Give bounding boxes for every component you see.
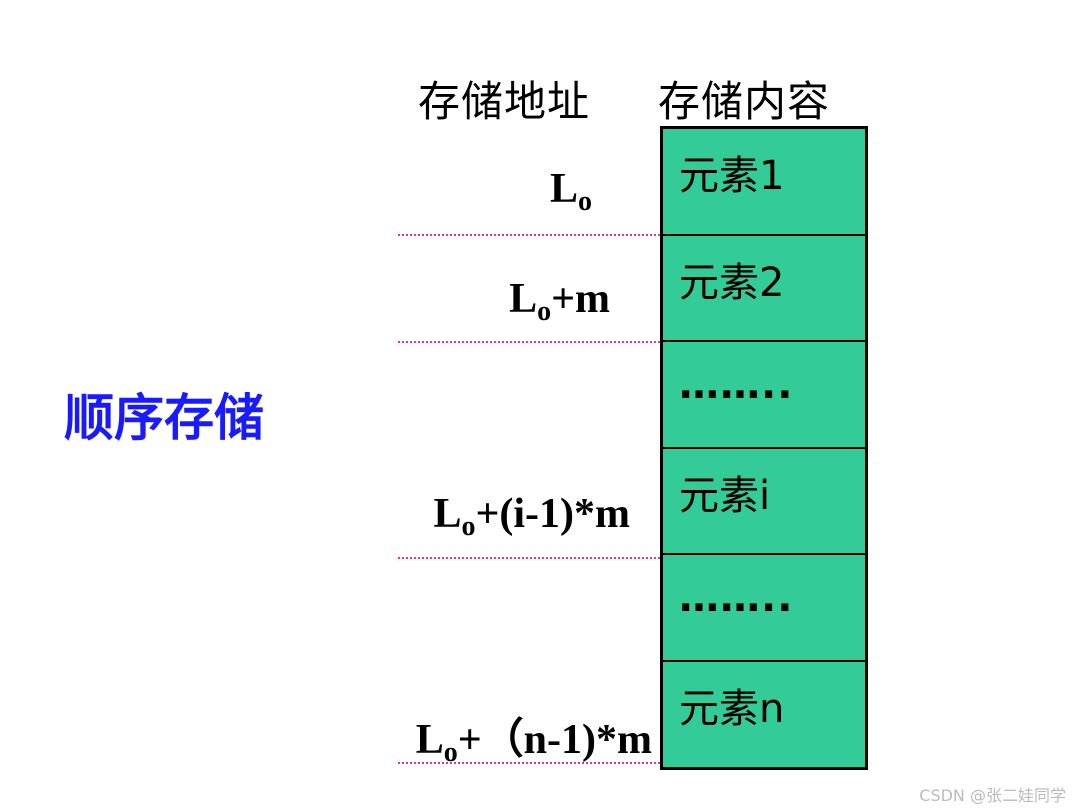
memory-cell: 元素1	[663, 129, 865, 236]
watermark: CSDN @张二娃同学	[919, 786, 1066, 805]
memory-block: 元素1 元素2 …….. 元素i …….. 元素n	[660, 126, 868, 770]
dotted-divider	[398, 762, 660, 764]
diagram-title: 顺序存储	[64, 389, 264, 447]
dotted-divider	[398, 341, 660, 343]
memory-cell: 元素2	[663, 236, 865, 342]
memory-cell-ellipsis: ……..	[663, 555, 865, 662]
address-label: Lo+m	[509, 276, 610, 327]
address-header: 存储地址	[418, 77, 591, 126]
memory-cell-ellipsis: ……..	[663, 342, 865, 449]
address-label: Lo+(i-1)*m	[433, 491, 630, 542]
address-label: Lo	[549, 166, 592, 217]
dotted-divider	[398, 557, 660, 559]
memory-cell: 元素i	[663, 449, 865, 555]
memory-cell: 元素n	[679, 685, 785, 732]
address-label: Lo+（n-1)*m	[415, 717, 652, 768]
content-header: 存储内容	[658, 77, 831, 126]
dotted-divider	[398, 234, 660, 236]
